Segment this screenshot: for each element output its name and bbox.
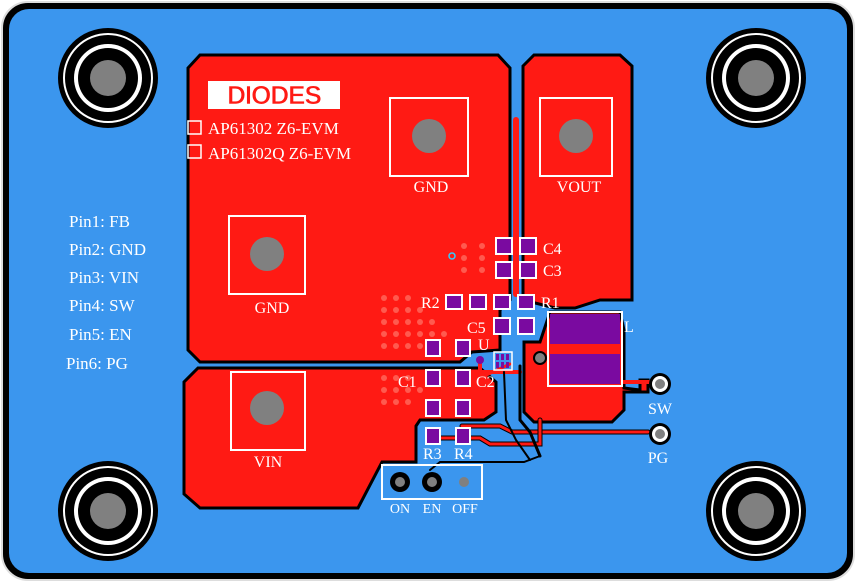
mounting-hole-top-right	[706, 28, 806, 128]
terminal-pad-vout	[539, 97, 613, 177]
label-vin: VIN	[254, 454, 283, 471]
ic-u	[476, 351, 547, 371]
inductor-l	[547, 311, 623, 387]
jumper-label-off: OFF	[452, 502, 478, 517]
mounting-hole-top-left	[58, 28, 158, 128]
diodes-logo: DIODES	[208, 80, 340, 110]
vout-copper-pour	[521, 53, 634, 310]
label-gnd-top: GND	[414, 179, 449, 196]
pin-map-1: Pin1: FB	[69, 212, 130, 231]
mounting-hole-bottom-left	[58, 461, 158, 561]
fiducial	[448, 252, 456, 260]
designator-r3: R3	[423, 446, 442, 463]
board-title-1: AP61302 Z6-EVM	[208, 119, 339, 138]
designator-r4: R4	[454, 446, 473, 463]
test-point-sw	[649, 373, 671, 395]
designator-c5: C5	[467, 320, 486, 337]
label-vout: VOUT	[557, 179, 602, 196]
pin-map-3: Pin3: VIN	[69, 268, 139, 287]
designator-c1: C1	[398, 374, 417, 391]
terminal-pad-gnd-left	[228, 215, 306, 295]
jumper-label-on: ON	[390, 502, 410, 517]
via-array	[381, 243, 485, 405]
pin-map-2: Pin2: GND	[69, 240, 146, 259]
mounting-hole-bottom-right	[706, 461, 806, 561]
terminal-pad-vin	[230, 371, 306, 451]
logo-text: DIODES	[227, 80, 321, 110]
jumper-label-en: EN	[423, 502, 442, 517]
label-gnd-left: GND	[255, 300, 290, 317]
title-checkbox-1	[187, 120, 202, 135]
pin-map-5: Pin5: EN	[69, 325, 132, 344]
designator-c4: C4	[543, 241, 562, 258]
pin-map-4: Pin4: SW	[69, 296, 136, 315]
designator-u: U	[478, 337, 490, 354]
label-sw: SW	[648, 401, 673, 418]
designator-c2: C2	[476, 374, 495, 391]
board-title-2: AP61302Q Z6-EVM	[208, 144, 351, 163]
designator-l: L	[624, 319, 634, 336]
pin-map-6: Pin6: PG	[66, 354, 128, 373]
designator-r1: R1	[541, 295, 560, 312]
designator-r2: R2	[421, 295, 440, 312]
terminal-pad-gnd-top	[389, 97, 469, 177]
designator-c3: C3	[543, 263, 562, 280]
jumper-header	[381, 464, 483, 500]
test-point-pg	[649, 423, 671, 445]
title-checkbox-2	[187, 144, 202, 159]
label-pg: PG	[648, 450, 669, 467]
smd-pads	[425, 237, 537, 445]
